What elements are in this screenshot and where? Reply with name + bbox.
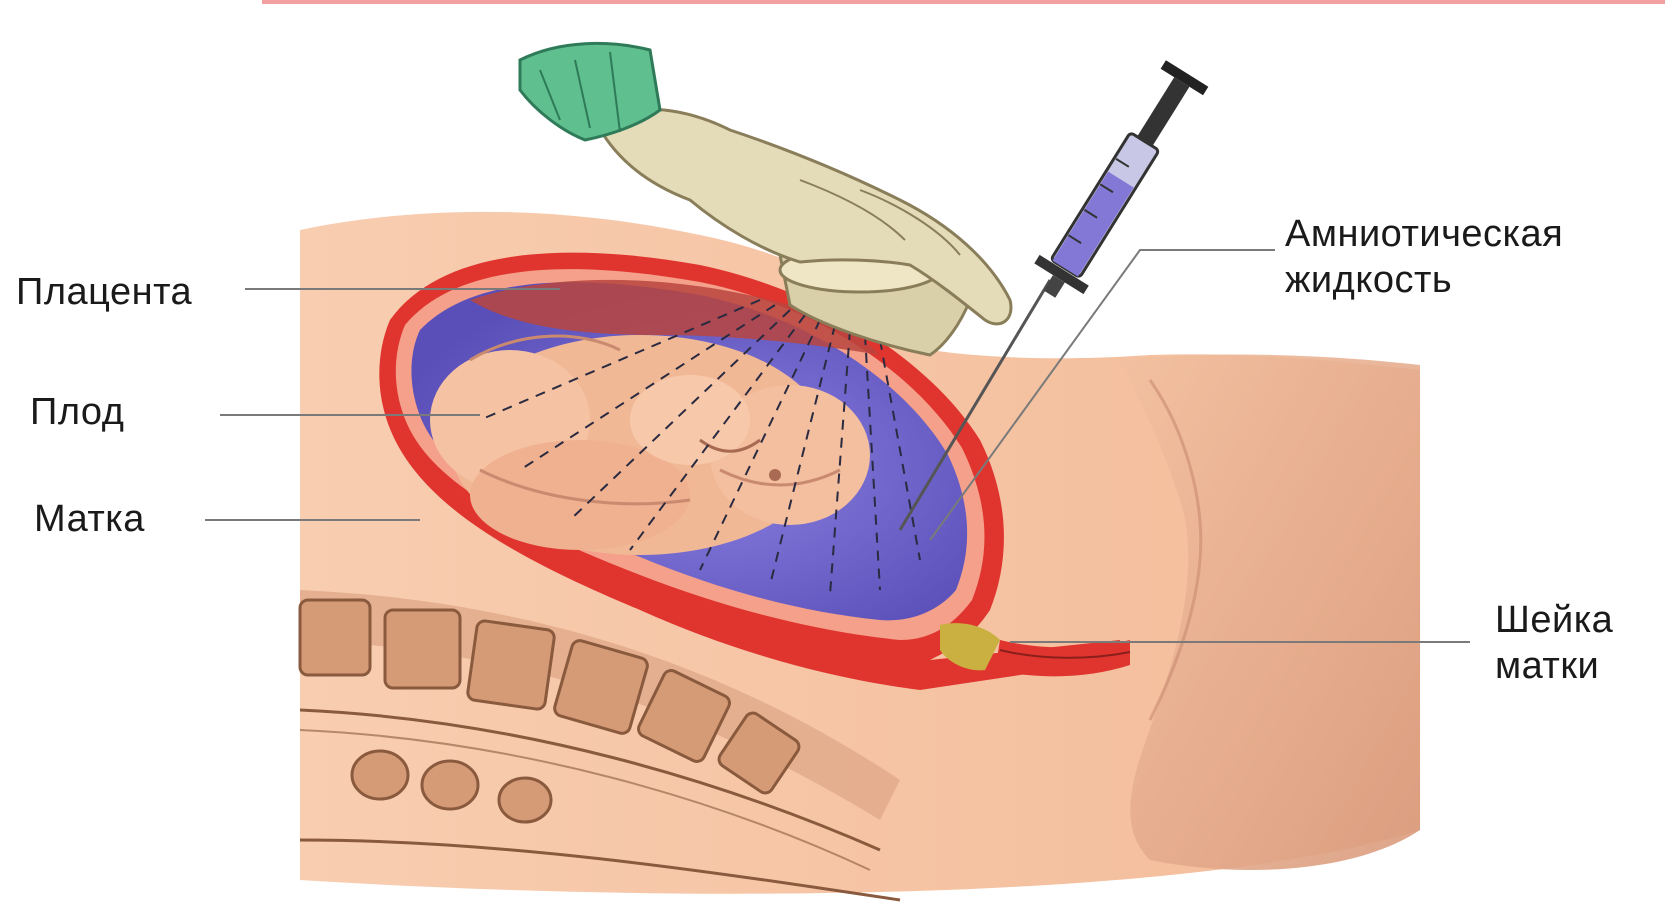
label-placenta: Плацента	[16, 270, 192, 314]
label-fetus: Плод	[30, 390, 124, 434]
label-cervix-line2: матки	[1495, 644, 1599, 688]
label-cervix-line1: Шейка	[1495, 598, 1613, 642]
label-amniotic-fluid-line2: жидкость	[1285, 258, 1452, 302]
label-amniotic-fluid-line1: Амниотическая	[1285, 212, 1563, 256]
label-uterus: Матка	[34, 497, 145, 541]
